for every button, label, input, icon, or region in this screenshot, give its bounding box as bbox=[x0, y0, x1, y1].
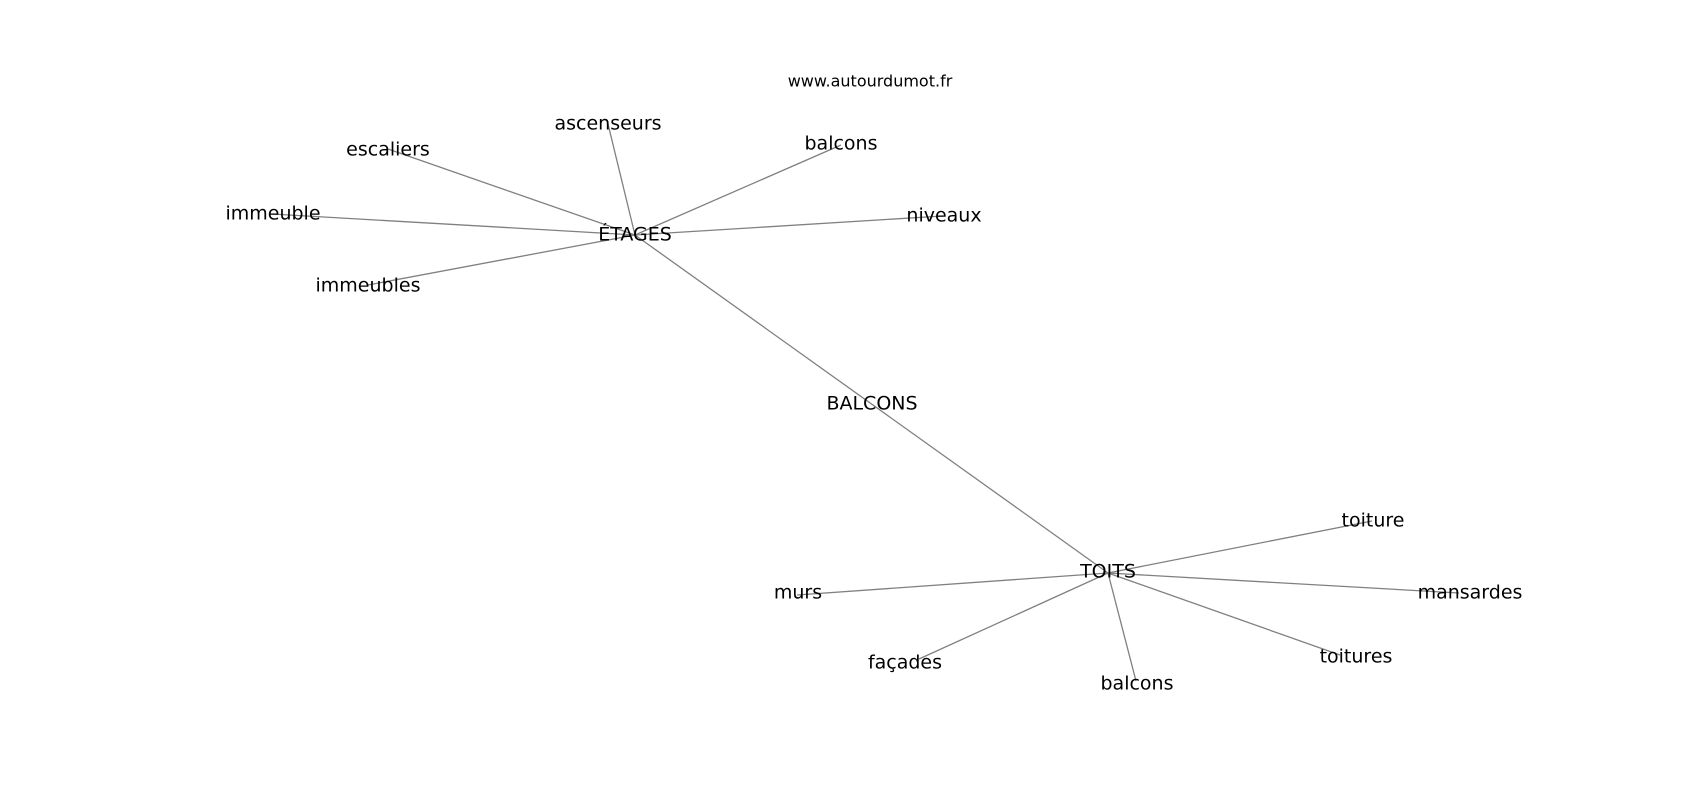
node-toitures: toitures bbox=[1320, 646, 1393, 668]
graph-edges bbox=[271, 123, 1460, 682]
edge-toits-facades bbox=[918, 572, 1109, 660]
node-mansardes: mansardes bbox=[1418, 582, 1523, 604]
node-escaliers: escaliers bbox=[346, 139, 430, 161]
node-immeuble: immeuble bbox=[225, 203, 320, 225]
node-balcons-center: BALCONS bbox=[826, 393, 917, 415]
edge-etages-immeuble bbox=[271, 213, 636, 236]
node-facades: façades bbox=[868, 652, 942, 674]
node-ascenseurs: ascenseurs bbox=[554, 113, 661, 135]
node-toiture: toiture bbox=[1342, 510, 1405, 532]
edge-etages-escaliers bbox=[387, 148, 636, 236]
node-toits: TOITS bbox=[1079, 561, 1136, 583]
edge-etages-balcons bbox=[634, 144, 842, 236]
edge-etages-ascenseurs bbox=[607, 123, 636, 236]
edge-toits-murs bbox=[796, 572, 1109, 596]
edge-toits-mansardes bbox=[1107, 572, 1460, 594]
edge-toits-toitures bbox=[1107, 572, 1341, 656]
edge-toits-balcons bbox=[1107, 572, 1137, 682]
node-immeubles: immeubles bbox=[316, 275, 421, 297]
graph-nodes: BALCONS ÉTAGES ascenseurs escaliers balc… bbox=[225, 113, 1522, 695]
edge-etages-toits bbox=[634, 234, 1109, 574]
node-murs: murs bbox=[774, 582, 822, 604]
node-balcons-bottom: balcons bbox=[1101, 673, 1174, 695]
node-etages: ÉTAGES bbox=[598, 223, 672, 246]
edge-etages-immeubles bbox=[367, 234, 636, 286]
node-balcons-top: balcons bbox=[805, 133, 878, 155]
edge-toits-toiture bbox=[1107, 520, 1373, 574]
edge-etages-niveaux bbox=[634, 215, 944, 236]
site-watermark: www.autourdumot.fr bbox=[788, 72, 953, 91]
node-niveaux: niveaux bbox=[906, 205, 981, 227]
